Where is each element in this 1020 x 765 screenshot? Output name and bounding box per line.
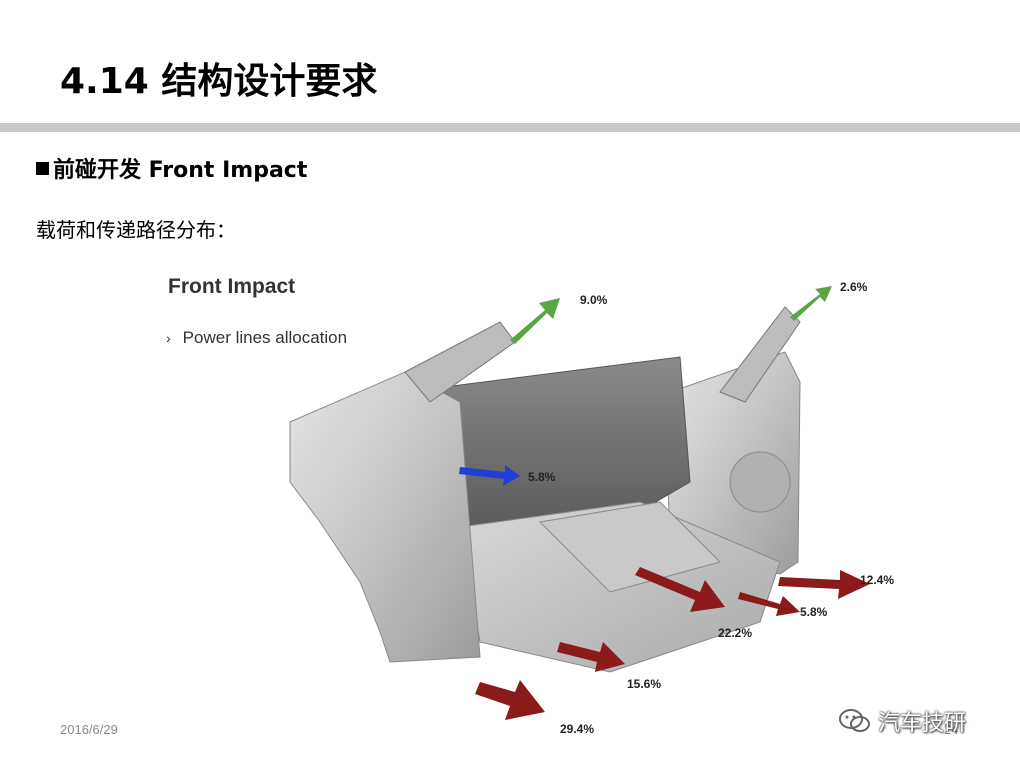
pct-label-12-4: 12.4% [860, 573, 895, 587]
figure-title: Front Impact [168, 275, 296, 298]
square-bullet-icon [36, 162, 49, 175]
pct-label-22-2: 22.2% [718, 626, 753, 640]
arrow-12-4 [778, 570, 870, 599]
title-divider [0, 123, 1020, 132]
car-body-shell [289, 306, 801, 673]
arrow-5-8-blue [459, 465, 520, 486]
pct-label-5-8-red: 5.8% [800, 605, 828, 619]
pct-label-15-6: 15.6% [627, 677, 662, 691]
section-heading-text: 前碰开发 Front Impact [53, 158, 308, 183]
watermark-text: 汽车技研 [878, 711, 967, 736]
figure-bullet: › Power lines allocation [166, 328, 347, 348]
wechat-icon [839, 709, 870, 732]
arrow-2-6 [790, 286, 832, 321]
section-heading: 前碰开发 Front Impact [36, 152, 307, 184]
arrow-5-8-red [738, 592, 800, 616]
arrow-29-4 [475, 680, 545, 720]
watermark: 汽车技研 [838, 706, 966, 736]
figure-bullet-text: Power lines allocation [182, 328, 348, 347]
arrow-9-0 [510, 298, 560, 344]
slide-title: 4.14 结构设计要求 [60, 61, 378, 102]
arrow-22-2 [635, 567, 725, 612]
car-body-figure [289, 286, 870, 720]
load-path-arrows [459, 286, 870, 720]
pct-label-9-0: 9.0% [580, 293, 608, 307]
pct-label-2-6: 2.6% [840, 280, 868, 294]
footer-date: 2016/6/29 [60, 722, 118, 737]
load-path-label: 载荷和传递路径分布： [36, 218, 236, 242]
page-number: 24 [944, 722, 959, 737]
pct-label-29-4: 29.4% [560, 722, 595, 736]
arrow-15-6 [557, 642, 625, 672]
pct-label-5-8-blue: 5.8% [528, 470, 556, 484]
chevron-right-icon: › [166, 330, 171, 346]
